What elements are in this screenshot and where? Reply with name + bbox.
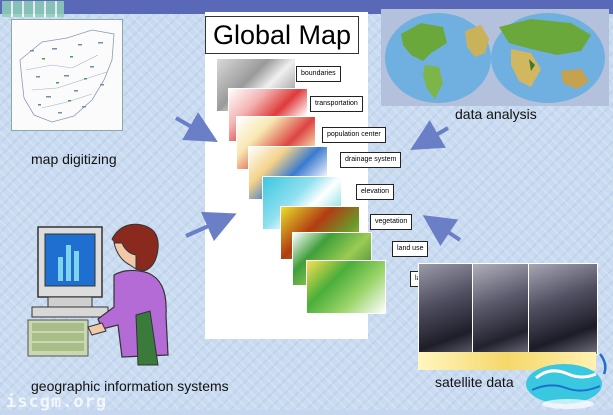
arrow-from-map-digitizing: [175, 112, 218, 142]
page-title: Global Map: [205, 16, 359, 54]
layer-tag-vegetation: vegetation: [370, 214, 413, 230]
watermark-text: iscgm.org: [6, 392, 108, 412]
logo-icon: [516, 350, 613, 410]
arrow-to-data-analysis: [410, 120, 450, 151]
arrow-from-gis: [185, 211, 237, 242]
layer-tag-population-center: population center: [322, 127, 386, 143]
layer-image-land-cover: [306, 260, 386, 314]
world-map-image: [381, 9, 609, 106]
layer-tag-land-use: land use: [392, 241, 429, 257]
corner-grid-decoration: [2, 1, 64, 17]
layer-tag-elevation: elevation: [356, 184, 395, 200]
layer-tag-transportation: transportation: [310, 96, 363, 112]
layer-tag-boundaries: boundaries: [296, 66, 341, 82]
gis-label: geographic information systems: [31, 378, 229, 394]
arrow-from-satellite: [422, 215, 462, 247]
data-analysis-label: data analysis: [455, 106, 537, 122]
layer-tag-drainage-system: drainage system: [340, 152, 402, 168]
satellite-data-label: satellite data: [435, 374, 514, 390]
satellite-image-3: [528, 263, 598, 355]
map-digitizing-image: [11, 19, 123, 131]
gis-user-illustration: [18, 215, 178, 377]
map-digitizing-label: map digitizing: [31, 151, 117, 167]
